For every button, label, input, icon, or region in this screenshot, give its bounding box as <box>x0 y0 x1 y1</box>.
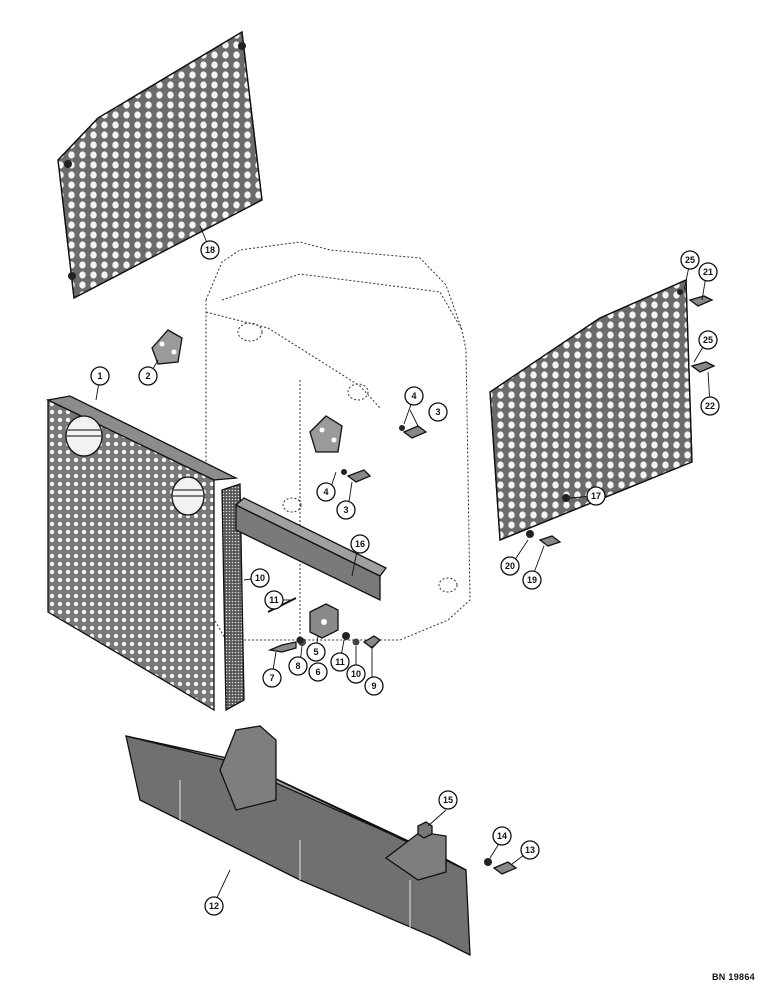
svg-text:3: 3 <box>343 505 348 515</box>
bolt-3-lower <box>341 469 372 483</box>
svg-text:14: 14 <box>497 831 507 841</box>
bolt-3-upper <box>399 425 428 439</box>
svg-text:13: 13 <box>525 845 535 855</box>
callout-13: 11 <box>264 590 284 610</box>
block-5 <box>309 603 339 639</box>
callout-17: 15 <box>438 790 458 810</box>
svg-text:17: 17 <box>591 491 601 501</box>
callout-25-lower: 25 <box>698 330 718 350</box>
washer-8 <box>296 636 304 644</box>
callout-16: 14 <box>492 826 512 846</box>
callout-11: 11 <box>330 652 350 672</box>
callout-20: 18 <box>200 240 220 260</box>
svg-text:22: 22 <box>705 401 715 411</box>
svg-text:2: 2 <box>145 371 150 381</box>
callout-4-lower: 4 <box>316 482 336 502</box>
callout-12: 10 <box>250 568 270 588</box>
svg-text:9: 9 <box>371 681 376 691</box>
svg-text:18: 18 <box>205 245 215 255</box>
svg-text:20: 20 <box>505 561 515 571</box>
slotted-bar-18 <box>234 497 387 602</box>
callout-7: 7 <box>262 668 282 688</box>
callout-14: 12 <box>204 896 224 916</box>
callout-4-upper: 4 <box>404 386 424 406</box>
washer-16 <box>484 858 492 866</box>
bolt-24 <box>690 361 716 373</box>
bolt-7 <box>267 638 306 653</box>
callout-25-upper: 25 <box>680 250 700 270</box>
bumper-14 <box>125 725 471 957</box>
callout-8: 8 <box>288 656 308 676</box>
callout-23: 21 <box>698 262 718 282</box>
svg-text:3: 3 <box>435 407 440 417</box>
side-panel-20 <box>57 30 263 300</box>
svg-text:10: 10 <box>351 669 361 679</box>
svg-text:15: 15 <box>443 795 453 805</box>
svg-text:1: 1 <box>97 371 102 381</box>
washer-22 <box>526 530 534 538</box>
front-grille-1 <box>45 395 239 712</box>
svg-text:25: 25 <box>685 255 695 265</box>
svg-text:16: 16 <box>355 539 365 549</box>
svg-text:8: 8 <box>295 661 300 671</box>
callout-10: 10 <box>346 664 366 684</box>
washer-10 <box>352 638 360 646</box>
washer-11 <box>342 632 350 640</box>
svg-text:4: 4 <box>323 487 328 497</box>
callout-21: 19 <box>522 570 542 590</box>
callout-1: 1 <box>90 366 110 386</box>
callout-19: 17 <box>586 486 606 506</box>
radiator-housing-outline <box>205 241 471 641</box>
callout-3-upper: 3 <box>428 402 448 422</box>
svg-text:10: 10 <box>255 573 265 583</box>
bracket-2 <box>151 329 183 365</box>
svg-text:4: 4 <box>411 391 416 401</box>
svg-text:11: 11 <box>335 657 345 667</box>
callout-2: 2 <box>138 366 158 386</box>
bracket-2-installed <box>309 415 343 453</box>
callout-24: 22 <box>700 396 720 416</box>
callout-3-lower: 3 <box>336 500 356 520</box>
bolt-9 <box>362 635 382 649</box>
callout-9: 9 <box>364 676 384 696</box>
drawing-code: BN 19864 <box>712 972 755 982</box>
svg-text:6: 6 <box>315 667 320 677</box>
bolt-15 <box>492 861 518 875</box>
mesh-strip-12 <box>221 483 245 712</box>
callout-22: 20 <box>500 556 520 576</box>
svg-text:12: 12 <box>209 901 219 911</box>
svg-text:25: 25 <box>703 335 713 345</box>
callout-15: 13 <box>520 840 540 860</box>
bolt-23 <box>688 295 714 307</box>
svg-text:21: 21 <box>703 267 713 277</box>
svg-text:11: 11 <box>269 595 279 605</box>
svg-text:19: 19 <box>527 575 537 585</box>
svg-text:7: 7 <box>269 673 274 683</box>
bolt-21 <box>538 535 562 547</box>
svg-text:5: 5 <box>313 647 318 657</box>
callout-6: 6 <box>308 662 328 682</box>
side-panel-19 <box>489 279 693 541</box>
callout-18: 16 <box>350 534 370 554</box>
callout-5: 5 <box>306 642 326 662</box>
